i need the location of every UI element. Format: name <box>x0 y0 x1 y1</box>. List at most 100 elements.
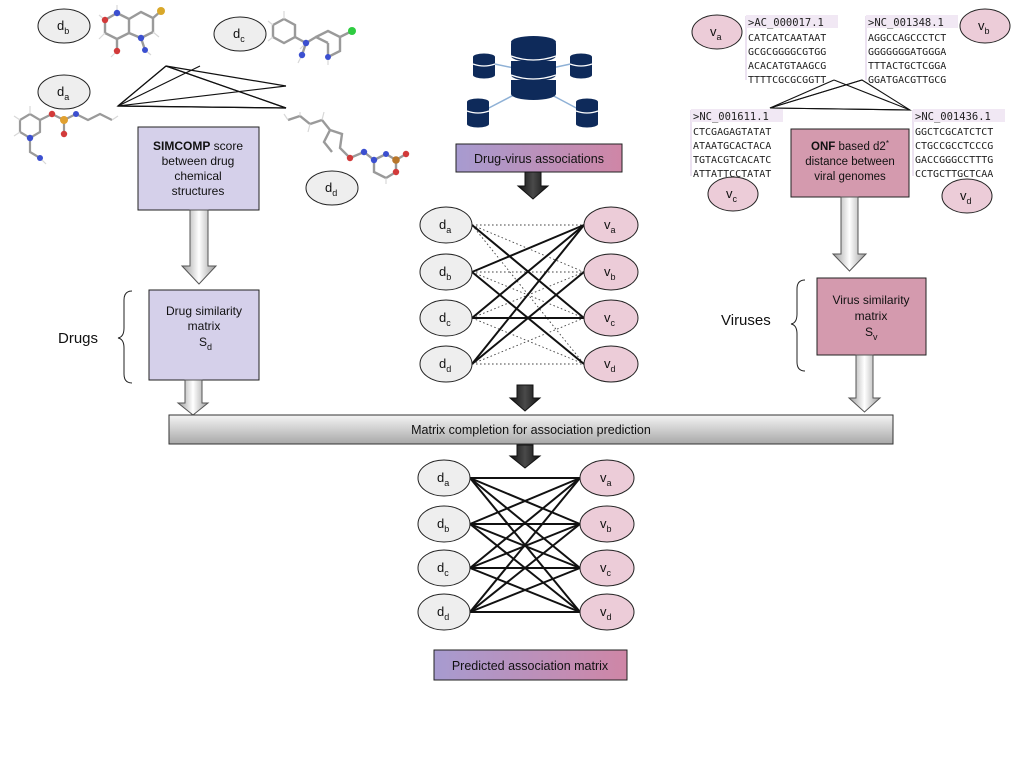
simcomp-rest: score <box>210 139 243 153</box>
drug-virus-associations-box: Drug-virus associations <box>455 143 623 173</box>
arrow-bar-to-predicted <box>508 444 542 469</box>
label-vc-oval: vc <box>707 176 759 212</box>
svg-text:CTCGAGAGTATAT: CTCGAGAGTATAT <box>693 127 771 138</box>
onf-line3: viral genomes <box>814 171 886 183</box>
label-dd-sub: d <box>332 188 337 198</box>
sequence-b: >NC_001348.1 AGGCCAGCCCTCT GGGGGGGATGGGA… <box>865 15 958 86</box>
bottom-virus-node-a: va <box>579 459 635 497</box>
predicted-bipartite-graph <box>469 477 581 613</box>
arrow-assoc-to-graph <box>516 171 550 200</box>
label-dd-base: d <box>325 180 332 195</box>
svg-text:GCGCGGGGCGTGG: GCGCGGGGCGTGG <box>748 47 826 58</box>
bottom-drug-node-a: da <box>417 459 471 497</box>
svg-text:vd: vd <box>600 604 612 622</box>
svg-text:da: da <box>57 84 69 102</box>
drug-sim-line1: Drug similarity <box>166 304 242 318</box>
virus-similarity-box: Virus similarity matrix Sv <box>816 277 927 356</box>
svg-text:CCTGCTTGCTCAA: CCTGCTTGCTCAA <box>915 169 993 180</box>
drugs-label: Drugs <box>58 330 98 347</box>
bottom-drug-node-d: dd <box>417 593 471 631</box>
svg-text:dc: dc <box>233 26 245 44</box>
database-icon <box>466 36 599 128</box>
svg-text:TGTACGTCACATC: TGTACGTCACATC <box>693 155 771 166</box>
virus-sim-line1: Virus similarity <box>832 293 909 307</box>
arrow-simcomp-to-drugsim <box>180 209 218 285</box>
svg-text:CATCATCAATAAT: CATCATCAATAAT <box>748 33 826 44</box>
top-drug-node-c: dc <box>419 299 473 337</box>
virus-similarity-triangle <box>769 79 912 111</box>
svg-text:GGCTCGCATCTCT: GGCTCGCATCTCT <box>915 127 993 138</box>
label-da-sub: a <box>64 92 69 102</box>
bottom-drug-node-b: db <box>417 505 471 543</box>
label-dc-sub: c <box>240 34 245 44</box>
sequence-d: >NC_001436.1 GGCTCGCATCTCT CTGCCGCCTCCCG… <box>912 109 1005 180</box>
svg-text:vd: vd <box>604 356 616 374</box>
label-da-base: d <box>57 84 64 99</box>
top-virus-node-b: vb <box>583 253 639 291</box>
matrix-completion-bar: Matrix completion for association predic… <box>168 414 894 445</box>
top-virus-node-a: va <box>583 206 639 244</box>
onf-rest: based d2 <box>835 141 886 153</box>
virus-sim-sub: v <box>873 332 878 342</box>
svg-text:dc: dc <box>437 560 449 578</box>
drugs-brace <box>117 290 133 384</box>
svg-text:vb: vb <box>600 516 612 534</box>
svg-text:dd: dd <box>437 604 449 622</box>
svg-text:vc: vc <box>726 186 738 204</box>
svg-text:GACCGGGCCTTTG: GACCGGGCCTTTG <box>915 155 993 166</box>
molecule-db-image <box>98 5 165 58</box>
label-vd-oval: vd <box>941 178 993 214</box>
arrow-virussim-to-bar <box>847 354 882 413</box>
label-dd-oval: dd <box>305 170 359 206</box>
svg-text:vd: vd <box>960 188 972 206</box>
svg-text:vc: vc <box>604 310 616 328</box>
svg-text:dd: dd <box>439 356 451 374</box>
svg-text:da: da <box>437 470 449 488</box>
sequence-a: >AC_000017.1 CATCATCAATAAT GCGCGGGGCGTGG… <box>745 15 838 86</box>
top-drug-node-b: db <box>419 253 473 291</box>
simcomp-box: SIMCOMP score between drug chemical stru… <box>137 126 260 211</box>
svg-text:ATTATTCCTATAT: ATTATTCCTATAT <box>693 169 771 180</box>
sequence-a-header: >AC_000017.1 <box>748 17 824 29</box>
drug-virus-assoc-label: Drug-virus associations <box>474 152 604 166</box>
drug-sim-line2: matrix <box>188 319 221 333</box>
svg-text:va: va <box>604 217 616 235</box>
svg-text:AGGCCAGCCCTCT: AGGCCAGCCCTCT <box>868 33 946 44</box>
matrix-completion-label: Matrix completion for association predic… <box>411 423 651 437</box>
svg-text:TTTTCGCGCGGTT: TTTTCGCGCGGTT <box>748 75 826 86</box>
svg-text:TTTACTGCTCGGA: TTTACTGCTCGGA <box>868 61 946 72</box>
svg-text:Sv: Sv <box>865 325 878 342</box>
svg-text:SIMCOMP score: SIMCOMP score <box>153 139 243 153</box>
simcomp-line2: between drug <box>162 154 235 168</box>
svg-text:db: db <box>57 18 69 36</box>
svg-text:dc: dc <box>439 310 451 328</box>
virus-sim-line2: matrix <box>855 309 888 323</box>
svg-text:Sd: Sd <box>199 335 212 352</box>
drug-similarity-box: Drug similarity matrix Sd <box>148 289 260 381</box>
onf-sup: * <box>886 139 889 148</box>
sequence-d-header: >NC_001436.1 <box>915 111 991 123</box>
bottom-virus-node-c: vc <box>579 549 635 587</box>
label-va-oval: va <box>691 14 743 50</box>
viruses-brace <box>790 279 806 372</box>
svg-text:vb: vb <box>604 264 616 282</box>
drug-sim-base: S <box>199 335 207 349</box>
drug-sim-sub: d <box>207 342 212 352</box>
bottom-drug-node-c: dc <box>417 549 471 587</box>
simcomp-line4: structures <box>172 184 225 198</box>
predicted-label: Predicted association matrix <box>452 659 609 673</box>
sequence-b-header: >NC_001348.1 <box>868 17 944 29</box>
label-dc-base: d <box>233 26 240 41</box>
molecule-dd-image <box>283 111 410 184</box>
drug-similarity-triangle <box>116 65 287 109</box>
svg-text:GGGGGGGATGGGA: GGGGGGGATGGGA <box>868 47 946 58</box>
svg-text:va: va <box>600 470 612 488</box>
svg-text:GGATGACGTTGCG: GGATGACGTTGCG <box>868 75 946 86</box>
svg-text:ONF based d2*: ONF based d2* <box>811 139 889 153</box>
top-drug-node-a: da <box>419 206 473 244</box>
sequence-c-header: >NC_001611.1 <box>693 111 769 123</box>
svg-text:CTGCCGCCTCCCG: CTGCCGCCTCCCG <box>915 141 993 152</box>
onf-box: ONF based d2* distance between viral gen… <box>790 128 910 198</box>
onf-bold: ONF <box>811 141 835 153</box>
bottom-virus-node-b: vb <box>579 505 635 543</box>
